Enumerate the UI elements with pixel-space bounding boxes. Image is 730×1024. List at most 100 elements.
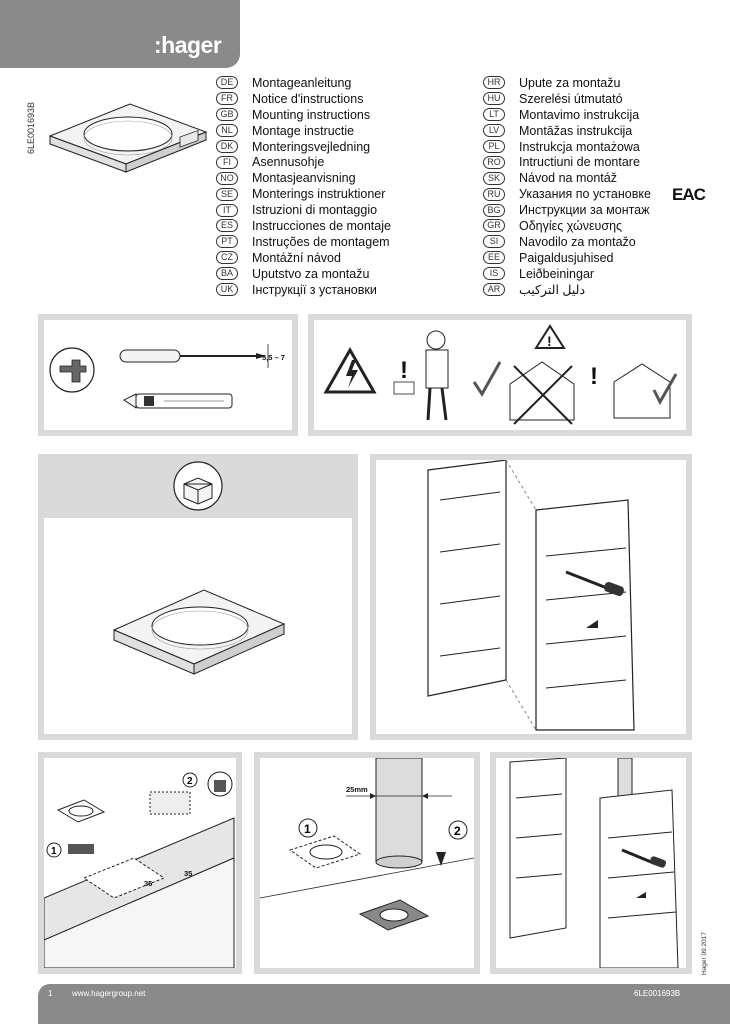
language-row: HR Upute za montažu xyxy=(483,75,651,91)
language-code-badge: FR xyxy=(216,92,238,106)
step-mounted-panel xyxy=(490,752,692,974)
house-outdoor-icon xyxy=(509,361,575,421)
language-title: Monteringsvejledning xyxy=(252,139,371,154)
house-indoor-icon xyxy=(613,363,671,419)
language-row: HU Szerelési útmutató xyxy=(483,91,651,107)
arrow-icon xyxy=(586,620,598,628)
language-title: Uputstvo za montažu xyxy=(252,266,370,281)
language-row: LT Montavimo instrukcija xyxy=(483,107,651,123)
website-link[interactable]: www.hagergroup.net xyxy=(72,989,146,998)
language-row: RO Intructiuni de montare xyxy=(483,154,651,170)
language-row: UK Інструкції з установки xyxy=(216,282,391,298)
language-row: GR Οδηγίες χώνευσης xyxy=(483,218,651,234)
language-code-badge: DE xyxy=(216,76,238,90)
language-title: Інструкції з установки xyxy=(252,282,377,297)
attention-mark-icon: ! xyxy=(400,357,408,384)
step1-badge xyxy=(46,842,62,858)
language-code-badge: SI xyxy=(483,235,505,249)
eac-certification-mark: EAC xyxy=(672,185,706,204)
language-title: Οδηγίες χώνευσης xyxy=(519,218,623,233)
language-code-badge: FI xyxy=(216,155,238,169)
svg-text:!: ! xyxy=(547,333,552,349)
step1-badge-pipe xyxy=(298,818,318,838)
language-title: دليل التركيب xyxy=(519,283,586,298)
language-title: Montážní návod xyxy=(252,250,341,265)
language-code-badge: AR xyxy=(483,283,505,297)
safety-illustration: ! ! ! xyxy=(323,324,678,425)
document-date: Hager 09.2017 xyxy=(701,931,708,975)
language-code-badge: GB xyxy=(216,108,238,122)
product-plate-large xyxy=(112,589,286,675)
language-code-badge: PT xyxy=(216,235,238,249)
language-code-badge: RU xyxy=(483,187,505,201)
language-code-badge: BG xyxy=(483,203,505,217)
language-code-badge: PL xyxy=(483,140,505,153)
language-row: SI Navodilo za montažo xyxy=(483,234,651,250)
language-row: RU Указания по установке xyxy=(483,186,651,202)
language-code-badge: GR xyxy=(483,219,505,233)
language-title: Návod na montáž xyxy=(519,171,617,186)
language-title: Указания по установке xyxy=(519,187,651,202)
language-row: BG Инструкции за монтаж xyxy=(483,202,651,218)
package-contents-area xyxy=(44,518,352,734)
language-title: Instrukcja montażowa xyxy=(519,139,640,154)
step-knockout-panel: 1 2 35 35 xyxy=(38,752,242,974)
measure-a-label: 35 xyxy=(144,879,152,888)
language-code-badge: EE xyxy=(483,251,505,265)
safety-panel: ! ! ! xyxy=(308,314,692,436)
step2-badge xyxy=(182,772,198,788)
language-code-badge: IT xyxy=(216,203,238,217)
page-number: 1 xyxy=(48,989,53,998)
language-code-badge: BA xyxy=(216,267,238,281)
warning-triangle-icon xyxy=(534,324,566,349)
language-title: Instruções de montagem xyxy=(252,234,390,249)
language-code-badge: HR xyxy=(483,76,505,90)
footer-bar: 1 www.hagergroup.net 6LE001693B xyxy=(38,984,730,1024)
language-code-badge: IS xyxy=(483,267,505,281)
language-code-badge: HU xyxy=(483,92,505,106)
language-title: Asennusohje xyxy=(252,155,325,170)
language-code-badge: RO xyxy=(483,155,505,169)
language-code-badge: NL xyxy=(216,124,238,138)
language-title: Montavimo instrukcija xyxy=(519,107,640,122)
language-title: Navodilo za montažo xyxy=(519,234,636,249)
pipe-diameter-label: 25mm xyxy=(346,785,368,794)
pipe-icon xyxy=(375,757,423,863)
language-code-badge: CZ xyxy=(216,251,238,265)
language-code-badge: LT xyxy=(483,108,505,122)
language-title: Monterings instruktioner xyxy=(252,187,386,202)
enclosure-illustration xyxy=(427,459,635,731)
language-title: Szerelési útmutató xyxy=(519,91,623,106)
language-code-badge: LV xyxy=(483,124,505,138)
svg-text:1: 1 xyxy=(51,846,57,857)
language-row: GB Mounting instructions xyxy=(216,107,391,123)
svg-text:!: ! xyxy=(590,363,598,390)
package-contents-panel xyxy=(38,454,358,740)
language-title: Инструкции за монтаж xyxy=(519,203,650,218)
language-row: NO Montasjeanvisning xyxy=(216,170,391,186)
language-title: Upute za montažu xyxy=(519,75,621,90)
language-row: CZ Montážní návod xyxy=(216,250,391,266)
language-title: Instrucciones de montaje xyxy=(252,218,391,233)
language-title: Mounting instructions xyxy=(252,107,371,122)
pipe-illustration: 25mm 1 2 xyxy=(259,757,475,931)
language-code-badge: NO xyxy=(216,171,238,185)
language-title: Montasjeanvisning xyxy=(252,171,356,186)
brand-header: :hager xyxy=(0,0,240,68)
language-row: FI Asennusohje xyxy=(216,154,391,170)
language-title: Intructiuni de montare xyxy=(519,155,640,170)
language-row: PL Instrukcja montażowa xyxy=(483,139,651,155)
hager-logo: :hager xyxy=(154,32,222,58)
screwdriver-size-label: 5,5 – 7 xyxy=(262,353,285,362)
language-code-badge: UK xyxy=(216,283,238,297)
